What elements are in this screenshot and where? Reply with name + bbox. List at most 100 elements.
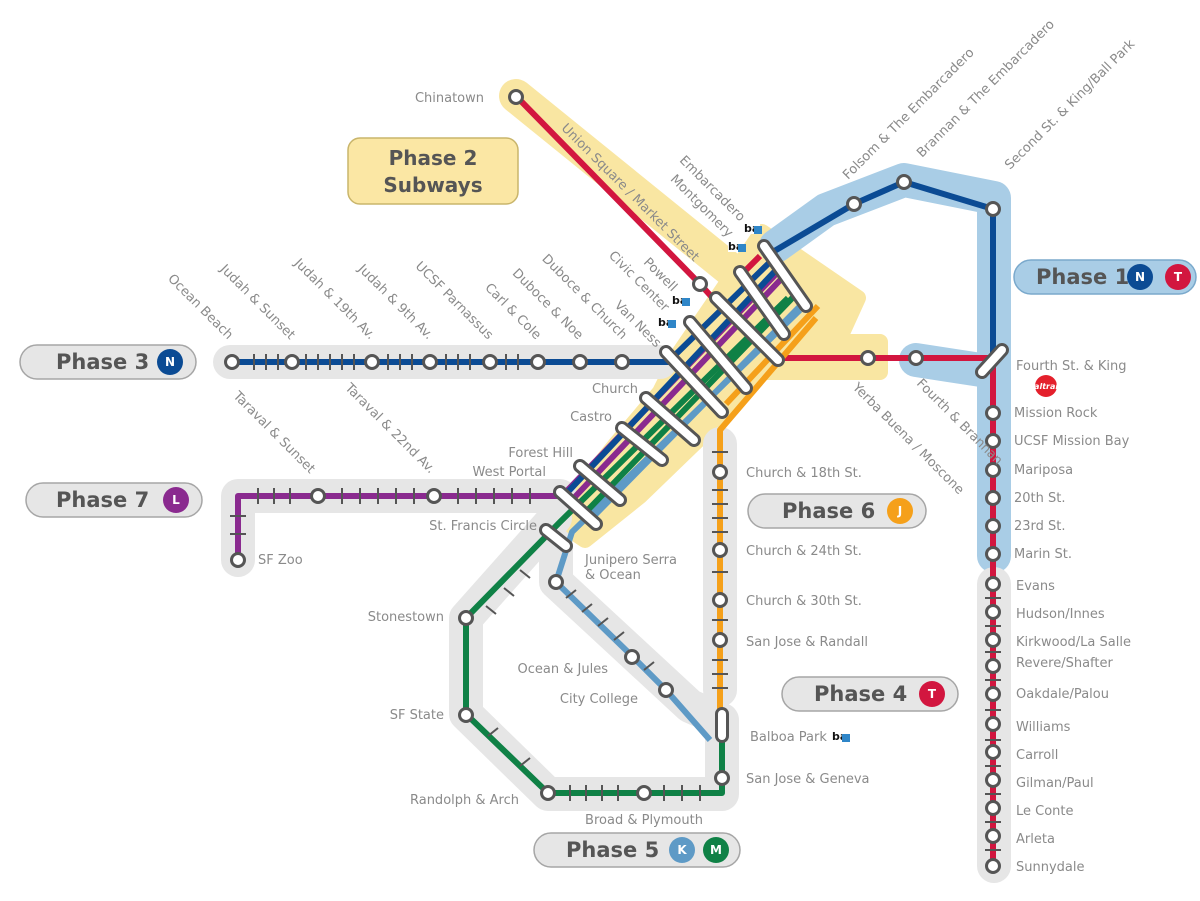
stop-judah-sunset [284, 354, 300, 370]
stop-folsom [846, 196, 862, 212]
label-balboa-park: Balboa Park [750, 730, 827, 745]
svg-text:L: L [172, 493, 180, 507]
stop-arleta [985, 828, 1001, 844]
stop-junipero-serra [548, 574, 564, 590]
platform-forest-hill [573, 459, 627, 507]
label-broad-plymouth: Broad & Plymouth [585, 813, 703, 828]
stop-carroll [985, 744, 1001, 760]
label-arleta: Arleta [1016, 832, 1055, 847]
bart-logos: ba ba ba ba ba Caltrain [658, 222, 1064, 743]
stop-randolph-arch [540, 785, 556, 801]
badge-n-phase1 [1127, 264, 1153, 290]
phase4-title: Phase 4 [814, 682, 907, 706]
label-church-24th: Church & 24th St. [746, 544, 862, 559]
phase7-pill: Phase 7 L [25, 482, 203, 518]
badge-j-phase6 [887, 498, 913, 524]
stop-duboce-noe [572, 354, 588, 370]
label-carroll: Carroll [1016, 748, 1058, 763]
label-gilman: Gilman/Paul [1016, 776, 1094, 791]
stop-church-30th [712, 592, 728, 608]
stop-stonestown [458, 610, 474, 626]
stop-brannan-emb [896, 174, 912, 190]
l-line-taraval [235, 493, 562, 560]
stop-ocean-beach [224, 354, 240, 370]
subway-platforms [539, 239, 1009, 743]
phase5-pill: Phase 5 K M [533, 832, 741, 868]
phase1-pill: Phase 1 N T [1013, 259, 1197, 295]
stop-church-18th [712, 464, 728, 480]
label-23rd: 23rd St. [1014, 519, 1066, 534]
stop-kirkwood [985, 632, 1001, 648]
phase3-title: Phase 3 [56, 350, 149, 374]
track-ticks [230, 354, 1001, 851]
stop-city-college [658, 682, 674, 698]
badge-m-phase5 [703, 837, 729, 863]
label-oakdale: Oakdale/Palou [1016, 687, 1109, 702]
stop-ucsf-parnassus [482, 354, 498, 370]
label-evans: Evans [1016, 579, 1055, 594]
stop-fourth-brannan [908, 350, 924, 366]
stop-gilman [985, 772, 1001, 788]
label-city-college: City College [560, 692, 638, 707]
phase1-title: Phase 1 [1036, 265, 1129, 289]
label-junipero-1: Junipero Serra [584, 553, 677, 568]
label-forest-hill: Forest Hill [508, 446, 573, 461]
label-ocean-beach: Ocean Beach [164, 271, 235, 342]
label-stonestown: Stonestown [368, 610, 444, 625]
stop-ucsf-mission-bay [985, 433, 1001, 449]
label-mission-rock: Mission Rock [1014, 406, 1098, 421]
label-sf-zoo: SF Zoo [258, 553, 303, 568]
label-le-conte: Le Conte [1016, 804, 1074, 819]
label-junipero-2: & Ocean [585, 568, 641, 583]
label-sf-state: SF State [390, 708, 444, 723]
stop-judah-9th [422, 354, 438, 370]
label-yerba-buena: Yerba Buena / Moscone [848, 380, 966, 498]
stop-revere [985, 658, 1001, 674]
label-ocean-jules: Ocean & Jules [518, 662, 609, 677]
stop-evans [985, 576, 1001, 592]
phase-labels: Phase 1 N T Phase 2 Subways Phase 3 N Ph… [19, 137, 1197, 868]
phase3-pill: Phase 3 N [19, 344, 197, 380]
svg-text:J: J [897, 504, 902, 518]
label-taraval-22nd: Taraval & 22nd Av. [341, 380, 438, 477]
stop-mission-rock [985, 405, 1001, 421]
n-judah-ticks [253, 354, 519, 370]
svg-text:M: M [710, 843, 722, 857]
label-church-30th: Church & 30th St. [746, 594, 862, 609]
svg-text:T: T [928, 687, 937, 701]
badge-k-phase5 [669, 837, 695, 863]
phase6-pill: Phase 6 J [747, 493, 927, 529]
label-marin: Marin St. [1014, 547, 1072, 562]
stop-judah-19th [364, 354, 380, 370]
bart-icon-powell: ba [672, 294, 690, 307]
stop-sunnydale [985, 858, 1001, 874]
label-hudson: Hudson/Innes [1016, 607, 1105, 622]
station-dots [224, 89, 1001, 874]
label-san-jose-geneva: San Jose & Geneva [746, 772, 870, 787]
stop-church-24th [712, 542, 728, 558]
stop-chinatown [508, 89, 524, 105]
stop-yerba-buena [860, 350, 876, 366]
phase7-title: Phase 7 [56, 488, 149, 512]
platform-west-portal [553, 485, 603, 531]
svg-text:N: N [165, 355, 175, 369]
stop-san-jose-randall [712, 632, 728, 648]
label-castro: Castro [570, 410, 612, 425]
label-fourth-king: Fourth St. & King [1016, 359, 1127, 374]
bart-icon-montgomery: ba [728, 240, 746, 253]
stop-marin [985, 546, 1001, 562]
stop-sf-state [458, 707, 474, 723]
l-taraval-ticks [230, 488, 531, 535]
platform-castro [615, 421, 669, 467]
platform-montgomery [733, 265, 791, 341]
label-chinatown: Chinatown [415, 91, 484, 106]
label-church: Church [592, 382, 638, 397]
svg-text:T: T [1174, 270, 1183, 284]
caltrain-icon: Caltrain [1028, 375, 1064, 397]
platform-st-francis [539, 523, 573, 553]
badge-l-phase7 [163, 487, 189, 513]
svg-text:N: N [1135, 270, 1145, 284]
phase2-title: Phase 2 [389, 146, 478, 170]
k-ticks [565, 589, 655, 671]
